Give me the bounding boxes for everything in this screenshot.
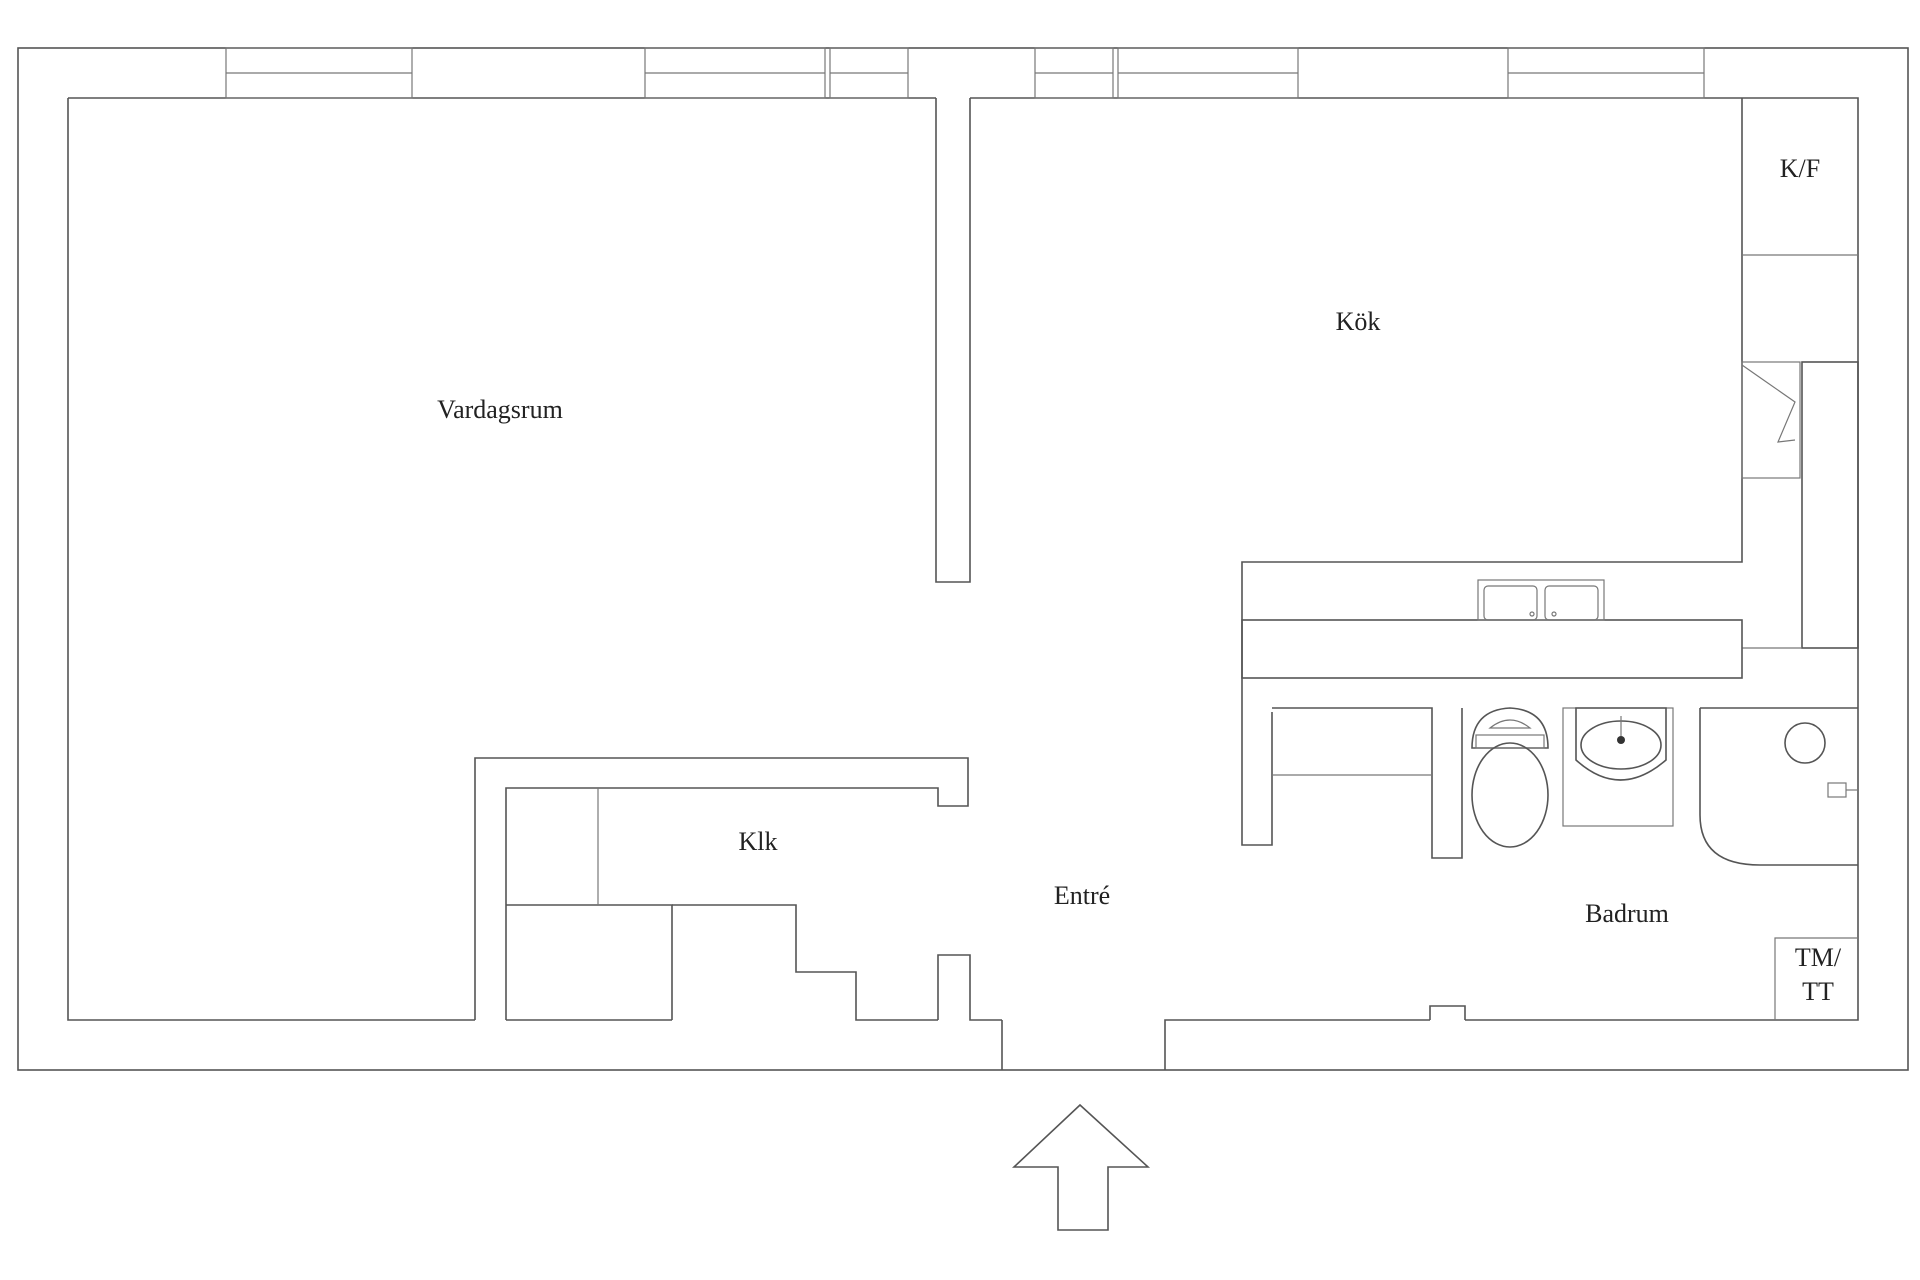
interior-walls	[474, 98, 1858, 1021]
windows	[225, 47, 1705, 99]
shower-icon	[1699, 708, 1858, 866]
kitchen-fixtures	[1241, 254, 1859, 679]
washbasin-icon	[1562, 707, 1674, 827]
room-labels: Vardagsrum Kök K/F Klk Entré Badrum TM/ …	[437, 154, 1842, 1006]
room-label-living-room: Vardagsrum	[437, 395, 563, 424]
room-label-bathroom: Badrum	[1585, 899, 1669, 928]
bathroom-fixtures	[1471, 707, 1858, 866]
toilet-icon	[1471, 707, 1549, 848]
room-label-washer-dryer-line1: TM/	[1795, 943, 1842, 972]
room-label-closet: Klk	[739, 827, 778, 856]
room-label-kitchen: Kök	[1336, 307, 1381, 336]
double-sink-icon	[1477, 579, 1605, 621]
entrance-arrow-icon	[1011, 1103, 1151, 1231]
room-label-fridge-freezer: K/F	[1780, 154, 1820, 183]
room-label-washer-dryer-line2: TT	[1802, 977, 1834, 1006]
room-label-entrance: Entré	[1054, 881, 1110, 910]
